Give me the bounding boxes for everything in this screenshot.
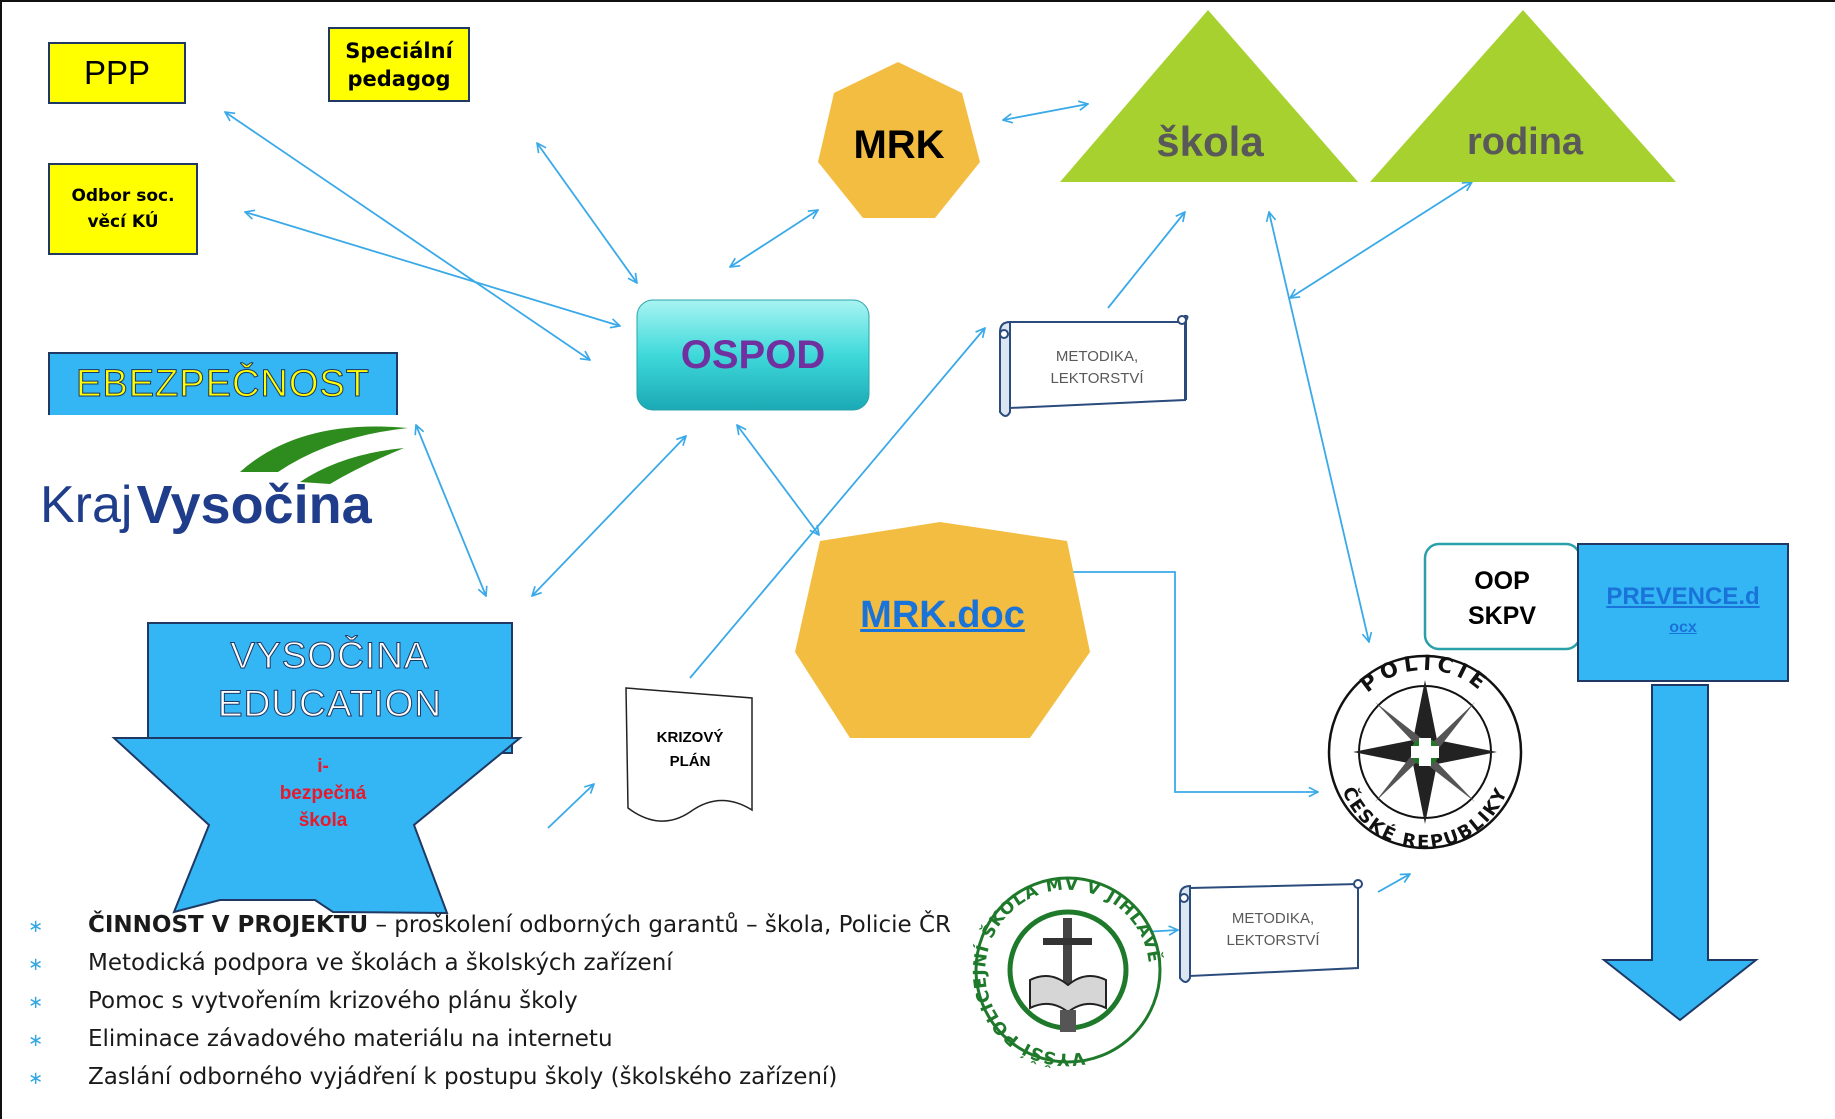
special-pedagog-box: Speciální pedagog [328,27,470,102]
odbor-box: Odbor soc. věcí KÚ [48,163,198,255]
bullet-text: Metodická podpora ve školách a školských… [88,950,673,976]
prevence-box [1577,543,1789,682]
arrow-mrk-skola [1003,104,1088,120]
i-bezpecna-line-3: škola [298,809,348,831]
vysocina-education-line-2: EDUCATION [217,682,443,724]
asterisk-bullet-icon: ∗ [28,1068,44,1089]
prevence-link[interactable]: PREVENCE.d ocx [1606,579,1759,641]
i-bezpecna-star [111,737,523,915]
kraj-vysocina-logo [240,426,408,484]
bullet-text: Eliminace závadového materiálu na intern… [88,1026,613,1052]
mrk-doc-link[interactable]: MRK.doc [860,593,1025,636]
metodika-1-line-1: METODIKA, [1055,348,1139,365]
ppp-box: PPP [48,42,186,104]
ppp-label: PPP [83,54,151,91]
krizovy-plan-label: KRIZOVÝ PLÁN [630,720,750,780]
activity-bullets: ∗ ČINNOST V PROJEKTU – proškolení odborný… [28,906,951,1096]
bullet-item: ∗ Metodická podpora ve školách a školskýc… [28,944,951,982]
metodika-1-label: METODIKA, LEKTORSTVÍ [1012,338,1182,398]
mrk-doc-heptagon [795,522,1090,738]
bullet-text: Zaslání odborného vyjádření k postupu šk… [88,1064,838,1090]
skola-label-wrap: škola [1110,112,1310,172]
arrow-star-krizovy [547,784,594,829]
arrow-policie-mrkdoc [1035,572,1318,792]
oop-line-2: SKPV [1467,602,1537,630]
metodika-2-label: METODIKA, LEKTORSTVÍ [1190,900,1356,960]
arrow-metodika-skola [1107,212,1185,309]
kraj-vysocina-wordmark: Kraj Vysočina [40,470,410,540]
skola-triangle [1060,10,1358,182]
asterisk-bullet-icon: ∗ [28,1030,44,1051]
ospod-box [636,299,870,411]
metodika-2-line-1: METODIKA, [1231,910,1315,927]
i-bezpecna-line-1: i- [317,755,329,777]
ebezpecnost-box: EBEZPEČNOST [48,352,398,415]
ospod-label: OSPOD [680,332,826,377]
mrk-doc-label-wrap: MRK.doc [830,580,1055,650]
arrow-pedagog-ospod [537,143,637,283]
kraj-text: Kraj [40,476,133,534]
connector-arrows [225,104,1472,932]
rodina-label: rodina [1466,120,1584,163]
mrk-label-wrap: MRK [818,110,980,180]
odbor-line-2: věcí KÚ [87,212,159,232]
krizovy-plan-line-2: PLÁN [669,753,711,770]
ospod-label-wrap: OSPOD [637,300,869,410]
asterisk-bullet-icon: ∗ [28,916,44,937]
ebezpecnost-label: EBEZPEČNOST [76,363,370,406]
asterisk-bullet-icon: ∗ [28,954,44,975]
metodika-2-line-2: LEKTORSTVÍ [1226,932,1320,949]
krizovy-plan-doc [625,687,753,822]
i-bezpecna-line-2: bezpečná [279,782,367,804]
arrow-odbor-ospod [245,212,620,326]
asterisk-bullet-icon: ∗ [28,992,44,1013]
special-pedagog-line-2: pedagog [347,66,451,91]
vysocina-education-banner [147,622,513,754]
bullet-bold: ČINNOST V PROJEKTU [88,912,369,938]
arrow-logo-vysocina [416,425,486,596]
metodika-scroll-2 [1179,879,1363,983]
prevence-down-arrow [1601,684,1759,1022]
vps-seal: VYŠŠÍ POLICEJNÍ ŠKOLA MV V JIHLAVĚ [970,874,1165,1069]
oop-label: OOP SKPV [1427,556,1577,642]
bullet-item: ∗ ČINNOST V PROJEKTU – proškolení odborný… [28,906,951,944]
vysocina-education-line-1: VYSOČINA [230,634,430,676]
arrow-krizovy-metodika [689,328,985,679]
arrow-ospod-mrk [730,210,818,267]
prevence-line-1: PREVENCE.d [1606,583,1760,610]
metodika-1-line-2: LEKTORSTVÍ [1050,370,1144,387]
bullet-item: ∗ Eliminace závadového materiálu na inter… [28,1020,951,1058]
arrow-ospod-mrkdoc [737,425,819,535]
arrow-ppp-ospod [225,112,590,360]
bullet-item: ∗ Pomoc s vytvořením krizového plánu škol… [28,982,951,1020]
prevence-label: PREVENCE.d ocx [1580,570,1786,650]
metodika-scroll-1 [999,314,1189,417]
rodina-label-wrap: rodina [1420,112,1630,172]
vysocina-text: Vysočina [136,475,372,535]
krizovy-plan-line-1: KRIZOVÝ [656,729,724,746]
bullet-text: – proškolení odborných garantů – škola, … [368,912,952,938]
arrow-skola-policie [1269,212,1369,642]
vysocina-education-label: VYSOČINA EDUCATION [150,627,510,732]
prevence-line-2: ocx [1669,619,1697,636]
oop-line-1: OOP [1474,567,1530,595]
skola-label: škola [1156,118,1264,165]
arrow-vysocina-ospod [532,436,686,596]
odbor-line-1: Odbor soc. [71,186,175,206]
mrk-label: MRK [853,122,945,167]
bullet-text: Pomoc s vytvořením krizového plánu školy [88,988,578,1014]
i-bezpecna-label: i- bezpečná škola [238,748,408,838]
special-pedagog-line-1: Speciální [345,38,453,63]
bullet-item: ∗ Zaslání odborného vyjádření k postupu š… [28,1058,951,1096]
arrow-metodika-policie [1377,874,1410,893]
policie-seal: POLICIE ČESKÉ REPUBLIKY [1327,651,1523,853]
rodina-triangle [1370,10,1676,182]
mrk-heptagon [818,62,980,218]
arrow-rodina-policie [1290,182,1472,298]
